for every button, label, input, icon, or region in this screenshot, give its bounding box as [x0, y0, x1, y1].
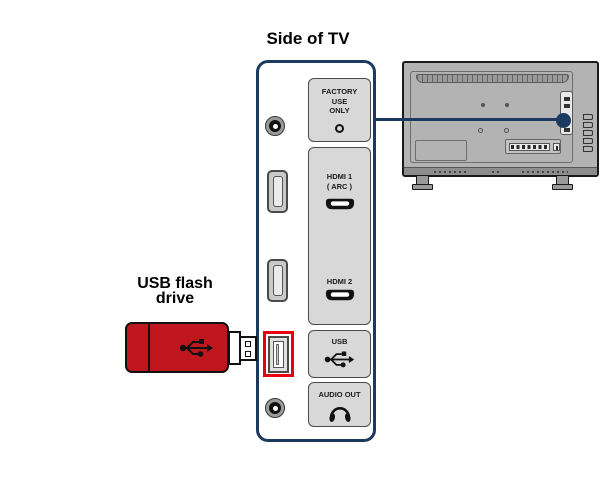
- tiny-port-glyph: [564, 97, 570, 101]
- tv-bottom-band: [404, 167, 597, 175]
- usb-flash-drive-label-line1: USB flash: [137, 275, 213, 292]
- usb-label: USB: [331, 337, 348, 346]
- connector-bump: [583, 138, 593, 144]
- tv-foot: [412, 175, 433, 190]
- tiny-port-glyph: [564, 128, 570, 132]
- usb-flash-drive-label: USB flash drive: [113, 275, 237, 307]
- hdmi1-label-line1: HDMI 1: [326, 172, 353, 181]
- audio-out-label-box: AUDIO OUT: [308, 382, 371, 427]
- usb-receptacle-tongue: [275, 343, 279, 365]
- factory-use-only-box: FACTORY USE ONLY: [308, 78, 371, 142]
- tv-foot-neck: [416, 175, 429, 184]
- vesa-hole: [505, 103, 509, 107]
- bottom-port-strip: [509, 143, 550, 151]
- hdmi2-receptacle-slot: [272, 265, 283, 296]
- usb-trident-icon: [179, 337, 215, 364]
- drive-cap-line: [148, 324, 150, 371]
- tv-vent-strip: [416, 74, 569, 83]
- hdmi1-receptacle-slot: [272, 176, 283, 207]
- vent-dashes: [522, 171, 568, 173]
- audio-out-label: AUDIO OUT: [318, 390, 361, 399]
- usb-receptacle: [268, 335, 289, 373]
- hdmi2-label: HDMI 2: [326, 277, 353, 286]
- usb-trident-icon: [309, 350, 370, 372]
- hdmi2-receptacle: [267, 259, 288, 302]
- callout-line: [374, 118, 564, 121]
- jack-ring: [269, 120, 281, 132]
- usb-port-red-highlight: [263, 331, 294, 377]
- tv-foot-neck: [556, 175, 569, 184]
- bottom-port-glyphs: [511, 145, 548, 149]
- factory-label-line1: FACTORY: [321, 87, 358, 96]
- usb-label-box: USB: [308, 330, 371, 378]
- pinhole-circle-icon: [335, 123, 344, 133]
- tv-bottom-left-inset: [415, 140, 467, 161]
- tv-foot: [552, 175, 573, 190]
- audio-jack-icon: [265, 398, 285, 418]
- tv-foot-base: [552, 184, 573, 190]
- connector-bump: [583, 130, 593, 136]
- jack-hole: [272, 405, 278, 411]
- vent-dashes: [434, 171, 468, 173]
- bottom-port-square: [553, 143, 560, 151]
- usb-flash-drive: [125, 322, 229, 373]
- headphones-icon: [309, 402, 370, 426]
- callout-dot: [556, 113, 571, 128]
- usb-receptacle-slot: [273, 340, 284, 368]
- connector-pin: [245, 341, 251, 347]
- jack-hole: [272, 123, 278, 129]
- hdmi1-label: HDMI 1 ( ARC ): [309, 172, 370, 191]
- connector-bump: [583, 122, 593, 128]
- tiny-port-glyph: [555, 146, 558, 150]
- round-jack-icon: [265, 116, 285, 136]
- drive-connector-metal: [239, 336, 257, 361]
- connector-pin: [245, 351, 251, 357]
- factory-label-line2: USE: [331, 96, 348, 106]
- hdmi1-label-line2: ( ARC ): [326, 181, 353, 191]
- tv-side-connector-bumps: [583, 114, 593, 154]
- vent-dashes: [492, 171, 502, 173]
- tv-foot-base: [412, 184, 433, 190]
- connector-bump: [583, 114, 593, 120]
- hdmi-labels-box: HDMI 1 ( ARC ) HDMI 2: [308, 147, 371, 325]
- factory-label-line3: ONLY: [329, 106, 350, 115]
- connector-bump: [583, 146, 593, 152]
- page-title: Side of TV: [266, 29, 350, 48]
- usb-flash-drive-label-line2: drive: [155, 290, 195, 307]
- hdmi-connector-icon: [309, 289, 370, 304]
- vesa-hole: [481, 103, 485, 107]
- vesa-hole-ring: [504, 128, 509, 133]
- jack-ring: [269, 402, 281, 414]
- vesa-hole-ring: [478, 128, 483, 133]
- hdmi-connector-icon: [309, 198, 370, 213]
- hdmi1-receptacle: [267, 170, 288, 213]
- tiny-port-glyph: [564, 104, 570, 108]
- tv-bottom-connector-recess: [505, 139, 561, 154]
